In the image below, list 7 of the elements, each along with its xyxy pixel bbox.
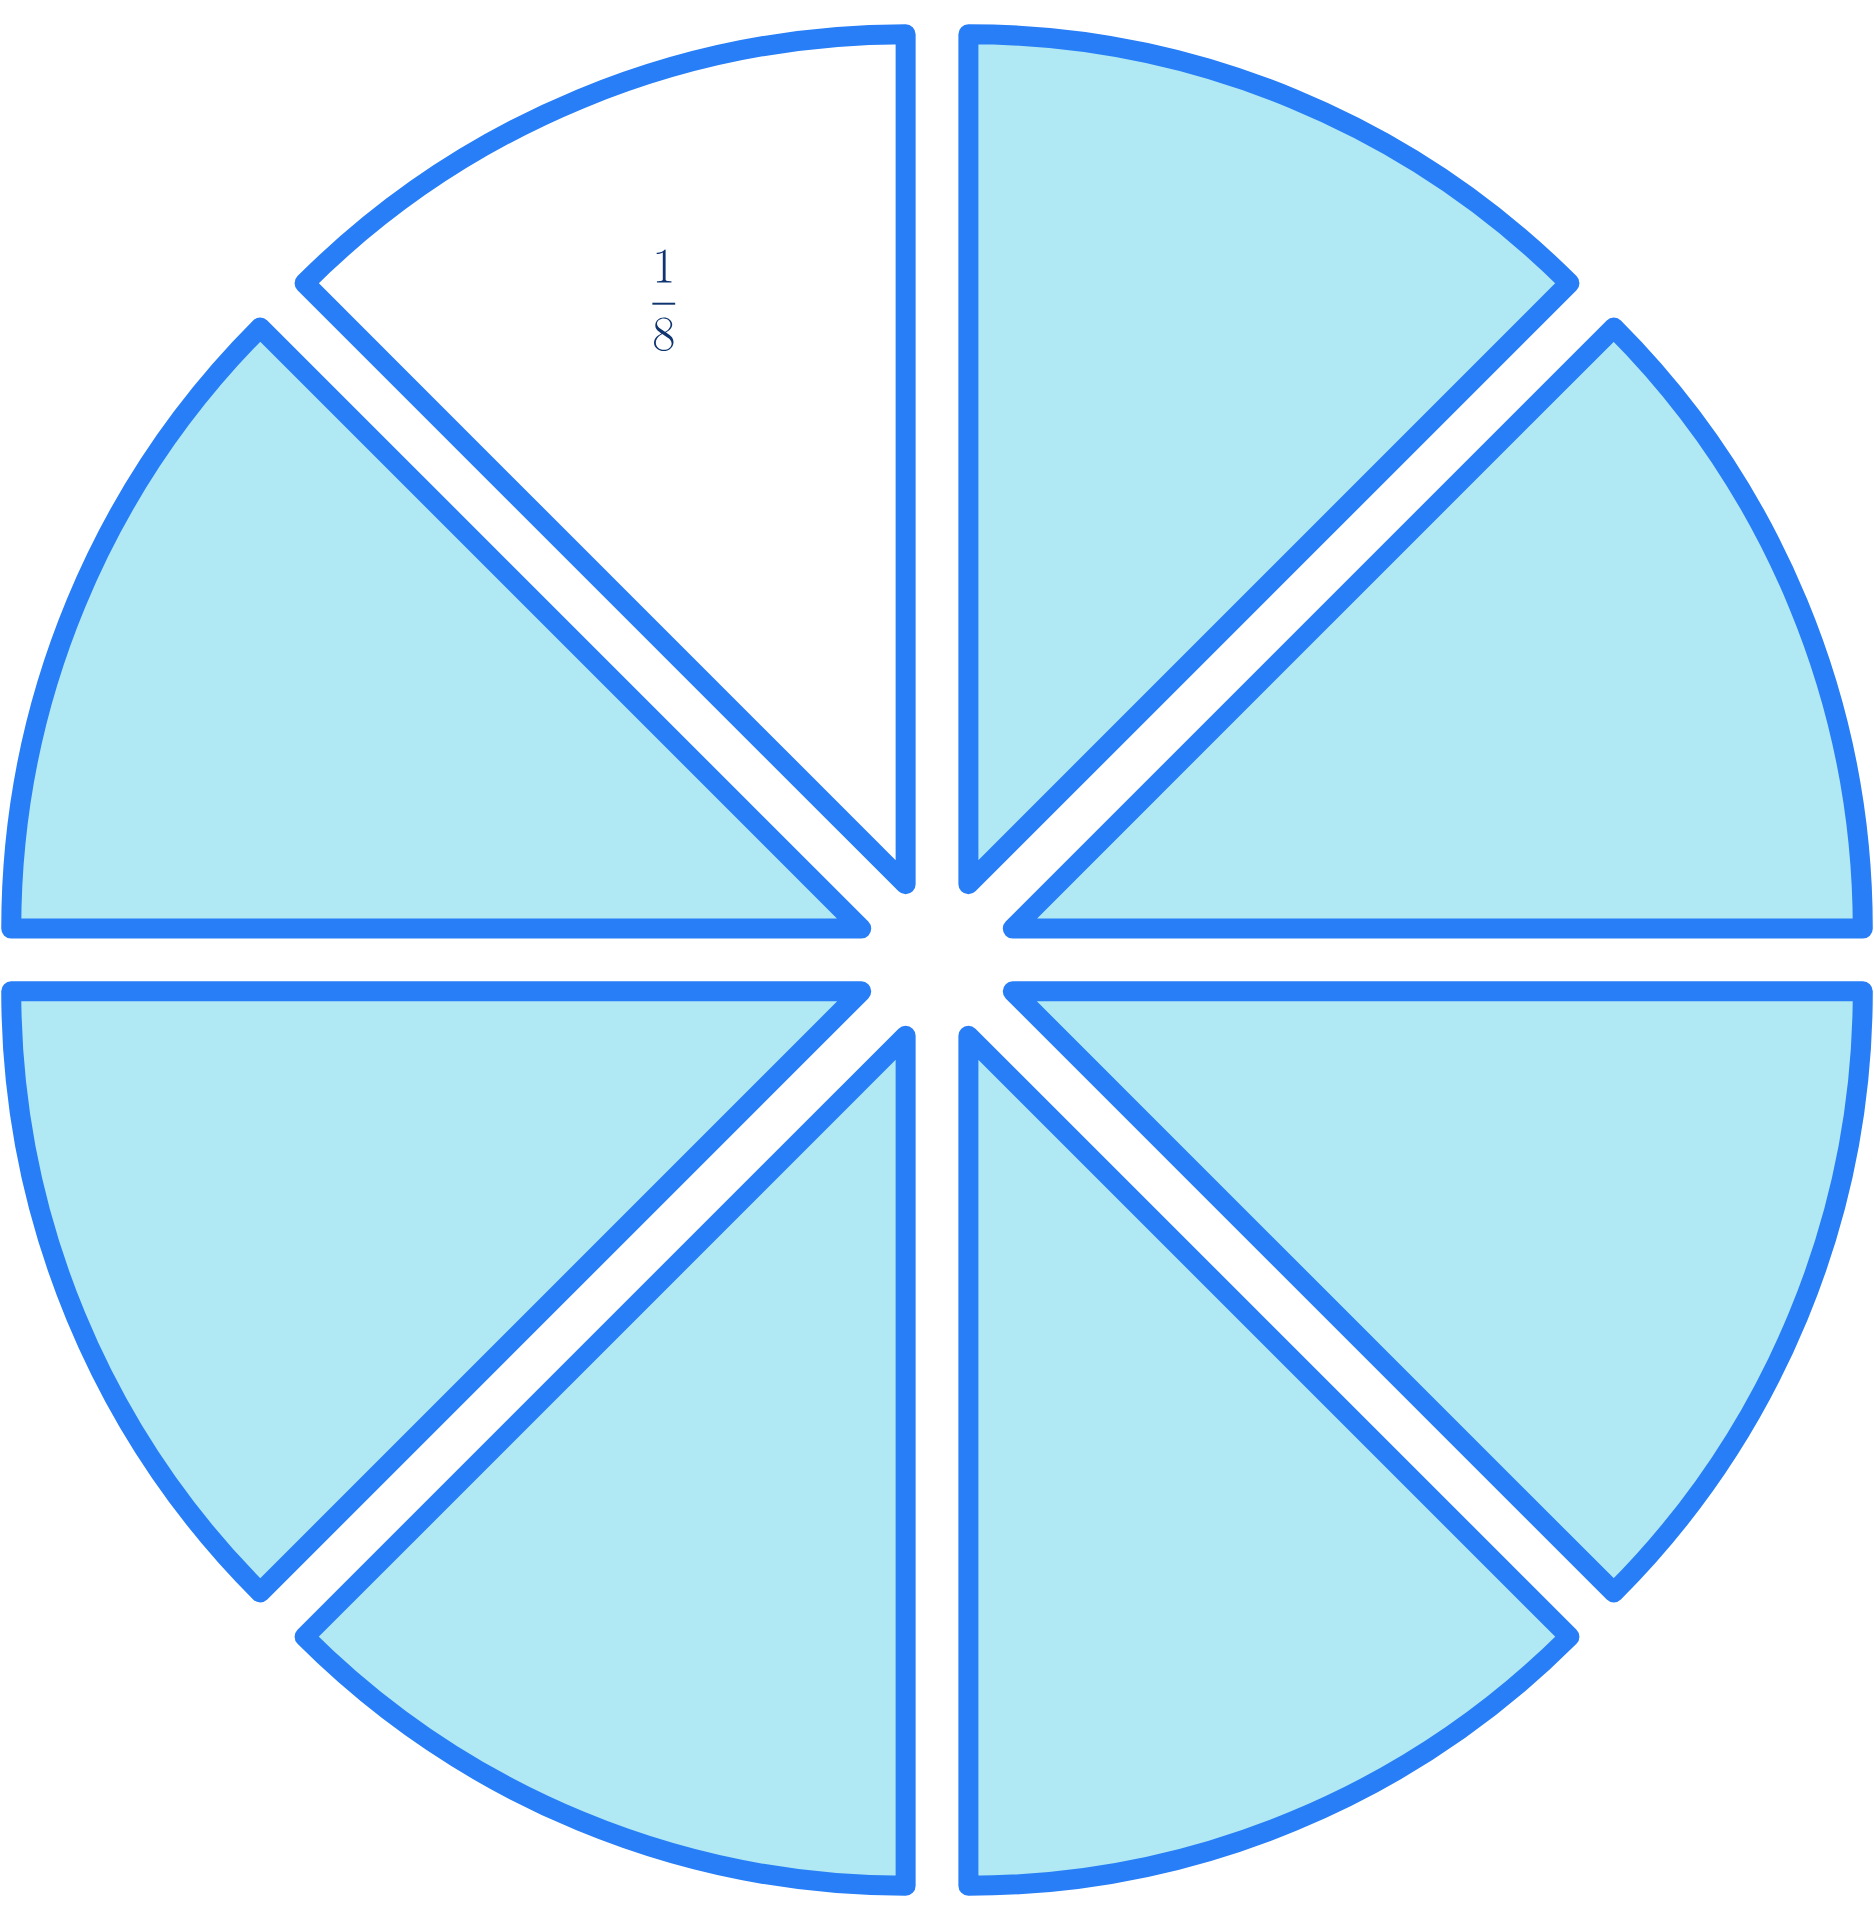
pie-slice: $\frac{1}{8}$	[294, 24, 916, 895]
pie-slice	[958, 24, 1580, 895]
pie-slice	[1002, 317, 1873, 939]
pie-slice	[294, 1025, 916, 1896]
pie-slice	[1002, 981, 1873, 1603]
pie-slice	[1, 981, 872, 1603]
pie-slice	[958, 1025, 1580, 1896]
